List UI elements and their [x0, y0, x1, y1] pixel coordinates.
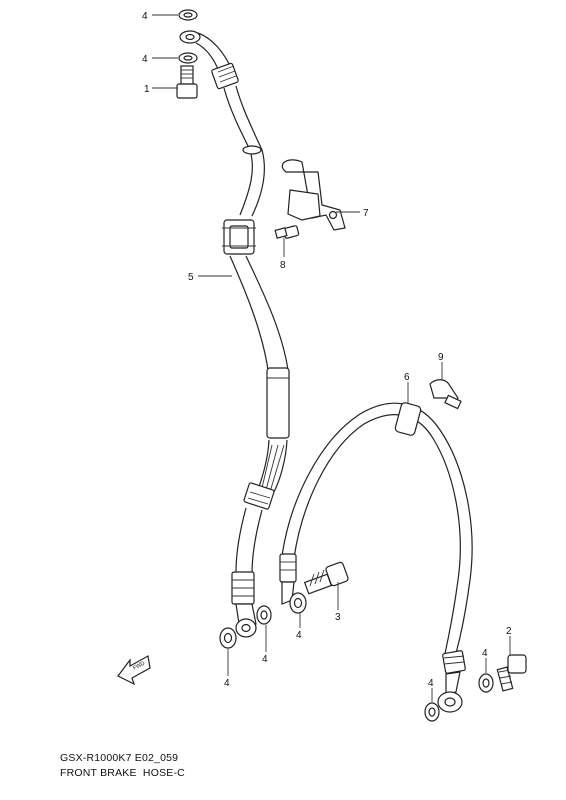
washer-center-b	[289, 592, 307, 614]
callout-9: 9	[438, 352, 444, 363]
top-washer-lower	[178, 52, 198, 64]
callout-4-top: 4	[142, 11, 148, 22]
callout-1: 1	[144, 84, 150, 95]
union-bolt-top	[176, 65, 198, 99]
callout-4-right-a: 4	[482, 648, 488, 659]
union-bolt-middle	[303, 561, 349, 595]
callout-2: 2	[506, 626, 512, 637]
fwd-label: FWD	[132, 661, 146, 672]
hose-bracket	[281, 159, 346, 231]
diagram-code: GSX-R1000K7 E02_059	[60, 752, 179, 764]
bracket-bolt	[274, 225, 300, 239]
callout-3: 3	[335, 612, 341, 623]
callout-8: 8	[280, 260, 286, 271]
callout-6: 6	[404, 372, 410, 383]
callout-7: 7	[363, 208, 369, 219]
leader-lines	[152, 14, 511, 702]
washer-right-b	[424, 702, 440, 722]
washer-bottom-left	[219, 627, 237, 649]
upper-brake-hose	[179, 30, 290, 638]
lower-brake-hose	[279, 402, 473, 713]
callout-4-bottom-left: 4	[224, 678, 230, 689]
callout-5: 5	[188, 272, 194, 283]
callout-4-right-b: 4	[428, 678, 434, 689]
washer-center-a	[256, 605, 272, 625]
forward-direction-arrow-icon: FWD	[117, 655, 151, 686]
callout-numbers: 4 4 1 5 7 8 9 6 3 4 4 4 2 4 4	[142, 11, 512, 689]
top-washer-upper	[178, 9, 198, 21]
washer-right-a	[478, 673, 494, 693]
diagram-title: FRONT BRAKE HOSE-C	[60, 767, 185, 779]
union-bolt-right	[496, 654, 527, 692]
callout-4-center-a: 4	[262, 654, 268, 665]
callout-4-second: 4	[142, 54, 148, 65]
hose-clip	[429, 379, 462, 410]
callout-4-center-b: 4	[296, 630, 302, 641]
